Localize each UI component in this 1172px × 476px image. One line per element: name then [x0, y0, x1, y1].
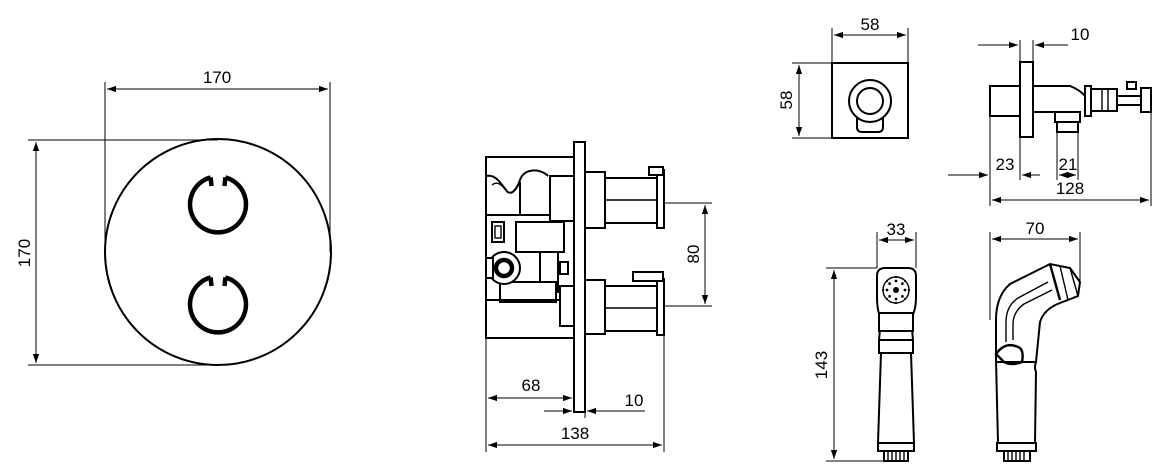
hand-shower-length-label: 143: [812, 351, 831, 379]
front-view: 170 170: [15, 68, 332, 366]
plate-thickness-dimension: 10: [544, 391, 645, 415]
outlet-ring-outer: [848, 79, 892, 123]
outlet-front-view: 58 58: [777, 15, 909, 139]
outlet-side-body: [989, 85, 1021, 117]
hand-shower-side-width-label: 70: [1026, 219, 1045, 238]
plate-thickness-label: 10: [625, 391, 644, 410]
front-width-label: 170: [203, 68, 231, 87]
valve-internals: [486, 221, 569, 303]
outlet-side-plate: [1019, 61, 1034, 138]
hand-shower-grip: [876, 352, 916, 444]
cover-plate-side: [573, 141, 586, 413]
outlet-side-view: 10 23 21 128: [948, 25, 1152, 206]
handle-spacing-dimension: 80: [664, 202, 712, 307]
mounting-bracket: [485, 169, 550, 216]
top-handle: [549, 166, 665, 229]
outlet-plate: [831, 62, 909, 139]
total-depth-label: 138: [561, 424, 589, 443]
valve-housing: [485, 156, 574, 339]
outlet-width-label: 58: [861, 15, 880, 34]
spray-head-icon: [881, 275, 911, 305]
hand-shower-width-label: 33: [887, 220, 906, 239]
depth-68-label: 68: [522, 376, 541, 395]
hand-shower-side-outline: [995, 262, 1082, 444]
handle-spacing-label: 80: [684, 245, 703, 264]
hand-shower-side-view: 70: [989, 219, 1082, 462]
front-height-dimension: 170: [15, 139, 218, 366]
inlet-fitting: [485, 251, 521, 285]
outlet-side-thickness-label: 10: [1071, 25, 1090, 44]
upper-knob-icon: [187, 175, 249, 235]
outlet-height-label: 58: [777, 91, 796, 110]
depth-68-dimension: 68: [488, 376, 572, 402]
front-width-dimension: 170: [104, 68, 331, 252]
hand-shower-front-view: 33 143: [812, 220, 917, 462]
front-height-label: 170: [15, 239, 34, 267]
side-view: 80 68 10 138: [485, 141, 712, 452]
outlet-side-b-label: 21: [1059, 155, 1078, 174]
total-depth-dimension: 138: [488, 424, 662, 449]
outlet-ring-inner: [856, 87, 884, 115]
outlet-side-a-label: 23: [996, 155, 1015, 174]
bottom-handle: [559, 271, 665, 336]
outlet-side-total-label: 128: [1056, 179, 1084, 198]
lower-knob-icon: [187, 275, 249, 335]
